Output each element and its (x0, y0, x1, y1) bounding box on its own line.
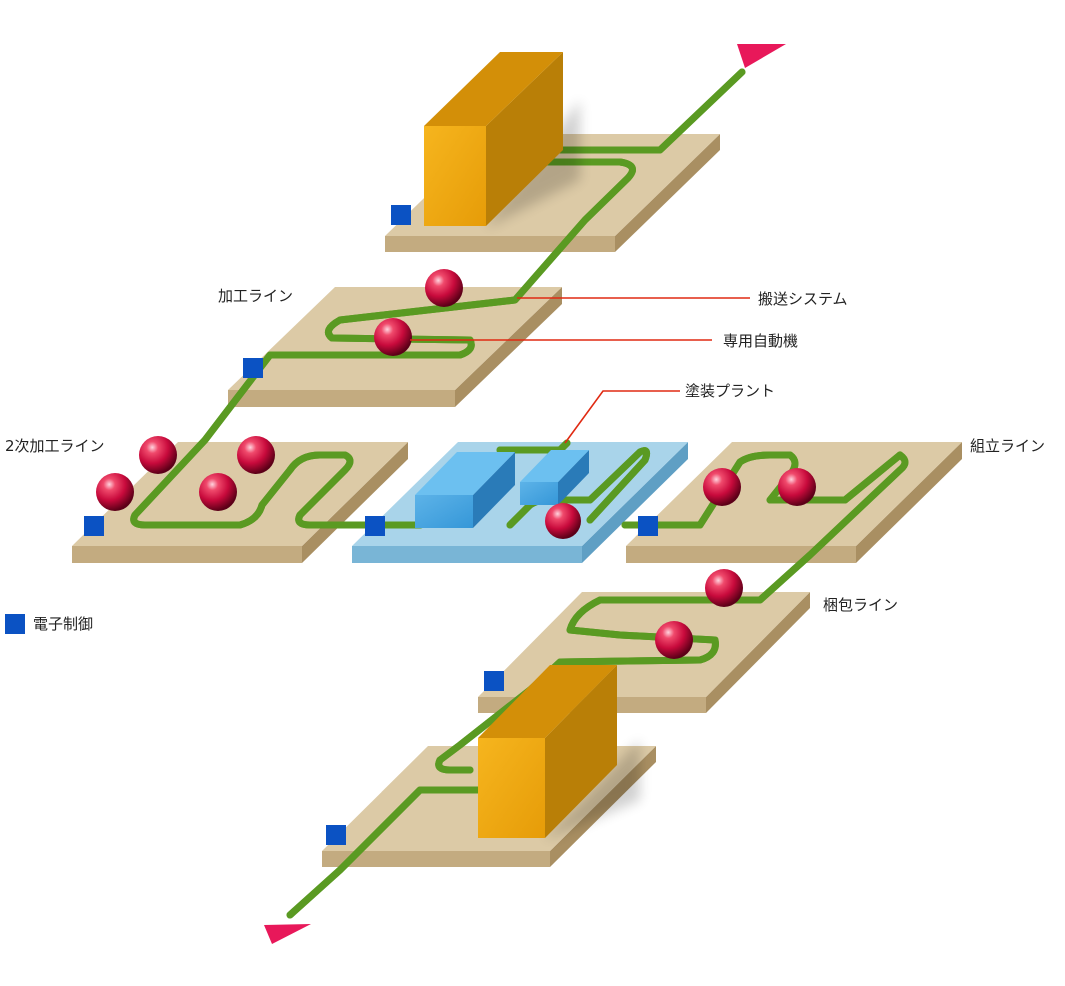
paint-booth-2 (520, 450, 589, 505)
label-hanso-system: 搬送システム (758, 290, 848, 308)
callout-lines (410, 297, 750, 444)
control-box-icon (243, 358, 263, 378)
control-box-icon (391, 205, 411, 225)
blue-square-icon (5, 614, 25, 634)
legend-label: 電子制御 (33, 615, 94, 633)
machine-sphere (778, 468, 816, 506)
label-kumitate-line: 組立ライン (970, 437, 1046, 455)
machine-bottom (478, 665, 640, 838)
label-niji-kako-line: 2次加工ライン (5, 437, 105, 455)
control-box-icon (638, 516, 658, 536)
machine-sphere (374, 318, 412, 356)
control-boxes (84, 205, 658, 845)
machine-sphere (199, 473, 237, 511)
control-box-icon (326, 825, 346, 845)
control-box-icon (484, 671, 504, 691)
machine-sphere (545, 503, 581, 539)
machine-sphere (139, 436, 177, 474)
machine-sphere (703, 468, 741, 506)
automatic-machines (96, 269, 816, 659)
control-box-icon (365, 516, 385, 536)
machine-sphere (705, 569, 743, 607)
machine-sphere (96, 473, 134, 511)
label-konpo-line: 梱包ライン (823, 596, 899, 614)
machine-top (424, 52, 580, 226)
machine-sphere (655, 621, 693, 659)
machine-sphere (237, 436, 275, 474)
label-kako-line: 加工ライン (218, 287, 294, 305)
control-box-icon (84, 516, 104, 536)
machine-sphere (425, 269, 463, 307)
exit-arrow-icon (737, 44, 786, 68)
label-tosou-plant: 塗装プラント (685, 382, 776, 400)
label-senyo-jidoki: 専用自動機 (723, 332, 799, 350)
paint-booth-1 (415, 452, 515, 528)
entry-arrow-icon (264, 924, 311, 944)
callout-tosou-plant (564, 390, 680, 444)
